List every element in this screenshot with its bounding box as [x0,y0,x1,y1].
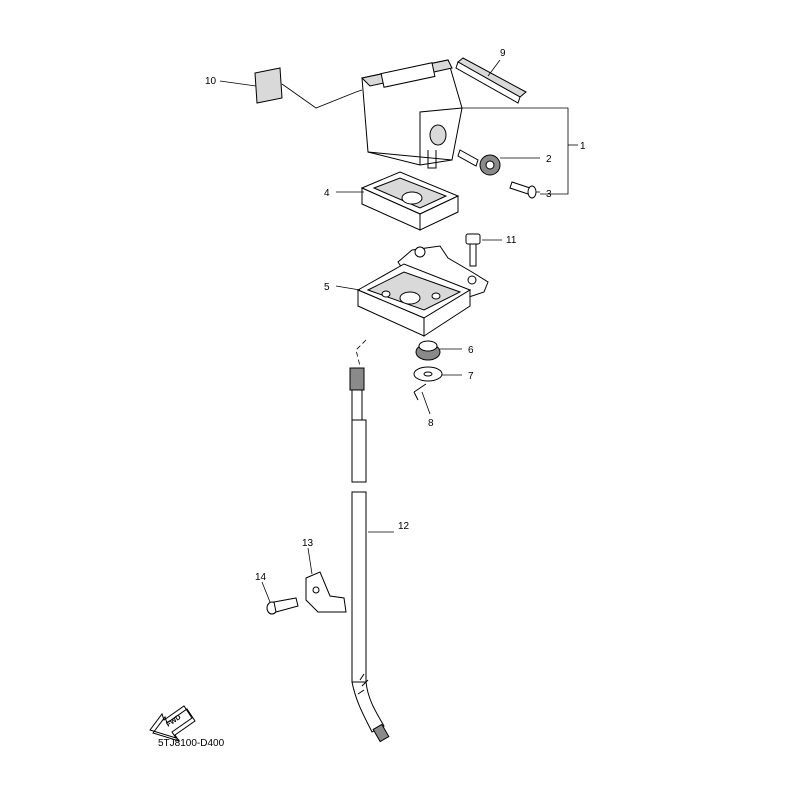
callout-6: 6 [468,345,474,356]
callout-2: 2 [546,154,552,165]
part-13-clamp [305,571,347,613]
part-7-washer [413,366,443,382]
part-9-strip [455,57,527,104]
callout-11: 11 [506,235,517,246]
callout-14: 14 [255,572,267,583]
part-14-screw [266,597,299,615]
part-3-screw [509,181,537,199]
callout-5: 5 [324,282,330,293]
callout-3: 3 [546,189,552,200]
part-1-speedometer-head [360,59,463,169]
fwd-arrow-icon: FWD [149,705,196,742]
part-4-upper-cover [360,171,460,231]
callout-10: 10 [205,76,217,87]
part-2-gear [457,149,501,176]
part-5-lower-case [356,245,489,337]
callout-9: 9 [500,48,506,59]
drawing-code: 5TJ8100-D400 [158,738,225,749]
part-12-cable [349,339,390,743]
part-11-bolt [465,233,481,267]
callout-4: 4 [324,188,330,199]
callout-12: 12 [398,521,410,532]
callout-1: 1 [580,141,586,152]
part-10-pad [254,67,283,104]
callout-7: 7 [468,371,474,382]
leader-lines [219,59,578,603]
callout-13: 13 [302,538,314,549]
part-8-clip [413,383,427,401]
part-6-grommet [415,340,441,361]
callout-8: 8 [428,418,434,429]
